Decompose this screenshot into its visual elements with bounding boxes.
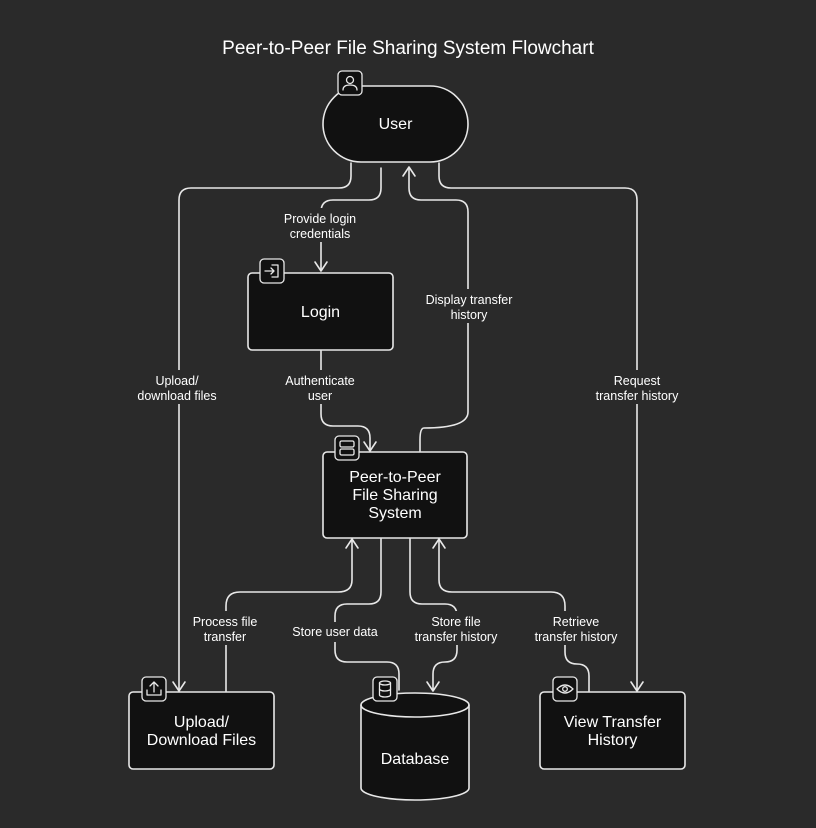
edge-user-to-history <box>438 162 638 691</box>
label-display-history-line-2: history <box>451 308 489 322</box>
label-provide-login: Provide login credentials <box>276 208 366 242</box>
label-retrieve-history-line-1: Retrieve <box>553 615 600 629</box>
database-icon <box>372 676 398 702</box>
edge-user-to-upload-arrowhead <box>172 681 186 692</box>
edge-user-to-upload <box>178 162 352 691</box>
edge-history-to-system-arrowhead <box>432 538 446 549</box>
edge-user-to-login <box>320 167 382 271</box>
label-upload-download: Upload/ download files <box>130 370 224 404</box>
node-history-label-line-1: View Transfer <box>564 714 662 731</box>
label-store-history: Store file transfer history <box>406 611 506 645</box>
node-database[interactable]: Database <box>360 676 470 801</box>
node-upload[interactable]: Upload/ Download Files <box>128 676 275 770</box>
label-display-history-line-1: Display transfer <box>426 293 513 307</box>
edge-upload-to-system-arrowhead <box>345 538 359 549</box>
label-process-transfer-line-1: Process file <box>193 615 258 629</box>
login-icon <box>259 258 285 284</box>
label-authenticate: Authenticate user <box>278 370 362 404</box>
eye-icon <box>552 676 578 702</box>
node-system-label-line-2: File Sharing <box>352 487 437 504</box>
edge-login-to-system-arrowhead <box>363 441 377 452</box>
user-icon <box>337 70 363 96</box>
edge-system-to-database-user <box>334 538 400 691</box>
node-user-label: User <box>379 116 413 133</box>
server-icon <box>334 435 360 461</box>
edge-system-to-user-arrowhead <box>402 166 416 177</box>
node-system-label-line-1: Peer-to-Peer <box>349 469 441 486</box>
node-history[interactable]: View Transfer History <box>539 676 686 770</box>
node-history-label-line-2: History <box>588 732 638 749</box>
label-store-history-line-2: transfer history <box>415 630 498 644</box>
label-authenticate-line-2: user <box>308 389 332 403</box>
label-authenticate-line-1: Authenticate <box>285 374 355 388</box>
label-process-transfer-line-2: transfer <box>204 630 246 644</box>
node-database-label: Database <box>381 751 450 768</box>
node-upload-label-line-2: Download Files <box>147 732 256 749</box>
node-system-label-line-3: System <box>368 505 421 522</box>
label-display-history: Display transfer history <box>418 289 520 323</box>
edge-history-to-system <box>438 539 590 692</box>
label-request-history-line-2: transfer history <box>596 389 679 403</box>
edge-upload-to-system <box>225 539 353 692</box>
diagram-title: Peer-to-Peer File Sharing System Flowcha… <box>222 38 594 59</box>
node-login[interactable]: Login <box>247 258 394 351</box>
edge-login-to-system <box>320 350 371 451</box>
label-provide-login-line-1: Provide login <box>284 212 356 226</box>
edge-user-to-login-arrowhead <box>314 261 328 272</box>
label-retrieve-history-line-2: transfer history <box>535 630 618 644</box>
edge-system-to-user <box>408 167 469 452</box>
label-request-history-line-1: Request <box>614 374 661 388</box>
label-upload-download-line-2: download files <box>137 389 216 403</box>
node-system[interactable]: Peer-to-Peer File Sharing System <box>322 435 468 539</box>
upload-icon <box>141 676 167 702</box>
node-user[interactable]: User <box>322 70 469 163</box>
edge-system-to-database-history-arrowhead <box>426 681 440 692</box>
label-provide-login-line-2: credentials <box>290 227 350 241</box>
label-upload-download-line-1: Upload/ <box>155 374 199 388</box>
label-process-transfer: Process file transfer <box>184 611 266 645</box>
label-store-user: Store user data <box>284 622 386 642</box>
label-store-user-line-1: Store user data <box>292 625 378 639</box>
node-login-label: Login <box>301 304 340 321</box>
label-store-history-line-1: Store file <box>431 615 480 629</box>
edge-labels: Provide login credentials Authenticate u… <box>130 208 686 645</box>
label-request-history: Request transfer history <box>588 370 686 404</box>
node-upload-label-line-1: Upload/ <box>174 714 230 731</box>
label-retrieve-history: Retrieve transfer history <box>526 611 626 645</box>
edge-user-to-history-arrowhead <box>630 681 644 692</box>
